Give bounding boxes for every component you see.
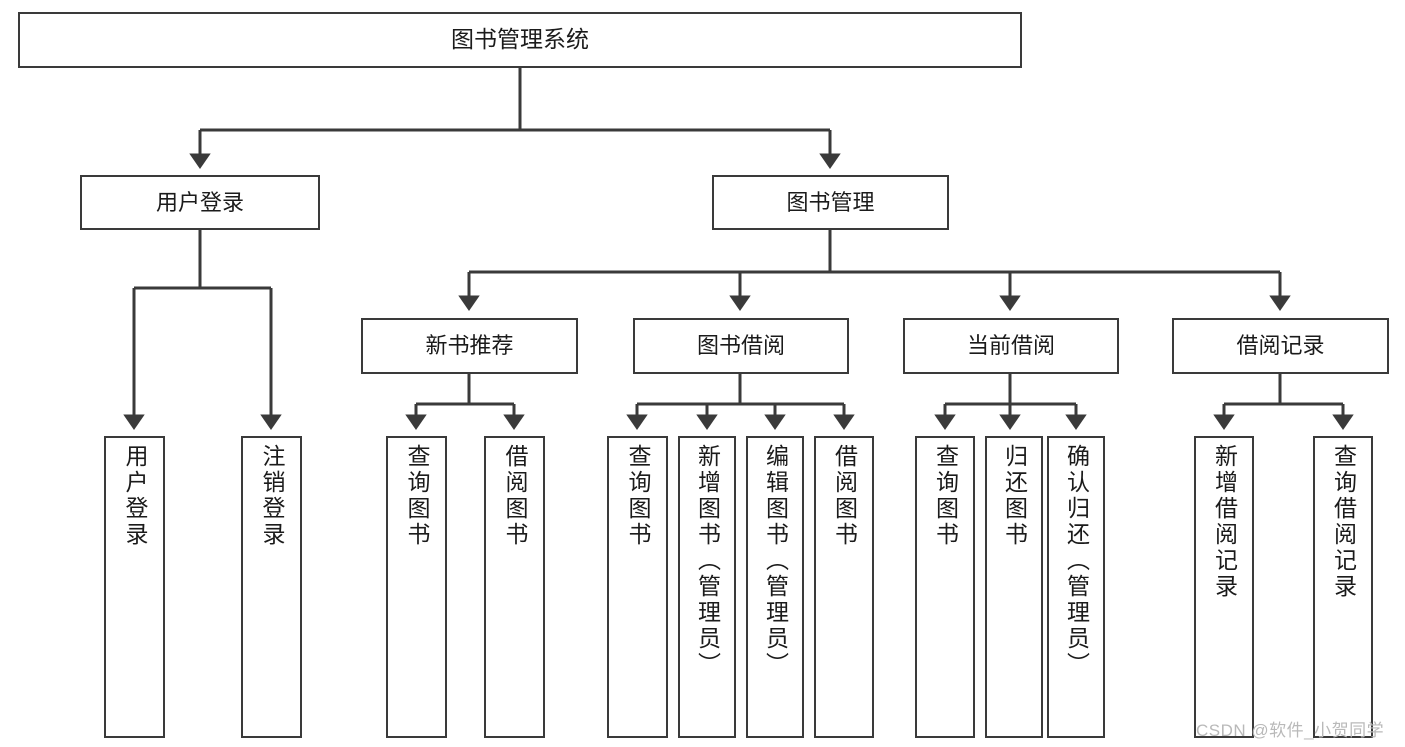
node-book-management[interactable]: 图书管理	[712, 175, 949, 230]
node-current-borrow-label: 当前借阅	[966, 333, 1055, 359]
leaf-borrow-book-new-label: 借阅图书	[502, 444, 528, 548]
leaf-add-book-admin[interactable]: 新增图书（管理员）	[678, 436, 736, 738]
leaf-edit-book-admin[interactable]: 编辑图书（管理员）	[746, 436, 804, 738]
leaf-query-book-current-label: 查询图书	[932, 444, 959, 548]
leaf-query-book-new-label: 查询图书	[404, 444, 430, 548]
leaf-query-book-borrow-label: 查询图书	[625, 444, 651, 548]
leaf-borrow-book[interactable]: 借阅图书	[814, 436, 874, 738]
leaf-logout[interactable]: 注销登录	[241, 436, 302, 738]
node-book-borrow-label: 图书借阅	[696, 333, 785, 359]
leaf-add-book-admin-label: 新增图书（管理员）	[694, 444, 721, 678]
node-root[interactable]: 图书管理系统	[18, 12, 1022, 68]
watermark: CSDN @软件_小贺同学	[1196, 721, 1385, 740]
leaf-borrow-book-new[interactable]: 借阅图书	[484, 436, 545, 738]
node-book-borrow[interactable]: 图书借阅	[633, 318, 849, 374]
leaf-logout-label: 注销登录	[259, 444, 285, 548]
leaf-add-borrow-record-label: 新增借阅记录	[1211, 444, 1238, 600]
leaf-user-login-label: 用户登录	[122, 444, 148, 548]
leaf-confirm-return-admin-label: 确认归还（管理员）	[1063, 444, 1090, 678]
leaf-query-borrow-record[interactable]: 查询借阅记录	[1313, 436, 1373, 738]
leaf-return-book-label: 归还图书	[1001, 444, 1028, 548]
node-borrow-records-label: 借阅记录	[1236, 333, 1325, 359]
leaf-query-book-new[interactable]: 查询图书	[386, 436, 447, 738]
node-user-login-label: 用户登录	[155, 189, 244, 215]
node-current-borrow[interactable]: 当前借阅	[903, 318, 1119, 374]
leaf-query-book-borrow[interactable]: 查询图书	[607, 436, 668, 738]
leaf-add-borrow-record[interactable]: 新增借阅记录	[1194, 436, 1254, 738]
node-borrow-records[interactable]: 借阅记录	[1172, 318, 1389, 374]
leaf-user-login[interactable]: 用户登录	[104, 436, 165, 738]
node-new-book-recommend[interactable]: 新书推荐	[361, 318, 578, 374]
leaf-return-book[interactable]: 归还图书	[985, 436, 1043, 738]
leaf-borrow-book-label: 借阅图书	[831, 444, 858, 548]
node-root-label: 图书管理系统	[451, 26, 589, 53]
leaf-confirm-return-admin[interactable]: 确认归还（管理员）	[1047, 436, 1105, 738]
leaf-query-borrow-record-label: 查询借阅记录	[1330, 444, 1357, 600]
node-user-login[interactable]: 用户登录	[80, 175, 320, 230]
leaf-query-book-current[interactable]: 查询图书	[915, 436, 975, 738]
node-new-book-recommend-label: 新书推荐	[425, 333, 514, 359]
node-book-management-label: 图书管理	[786, 189, 875, 215]
leaf-edit-book-admin-label: 编辑图书（管理员）	[762, 444, 789, 678]
